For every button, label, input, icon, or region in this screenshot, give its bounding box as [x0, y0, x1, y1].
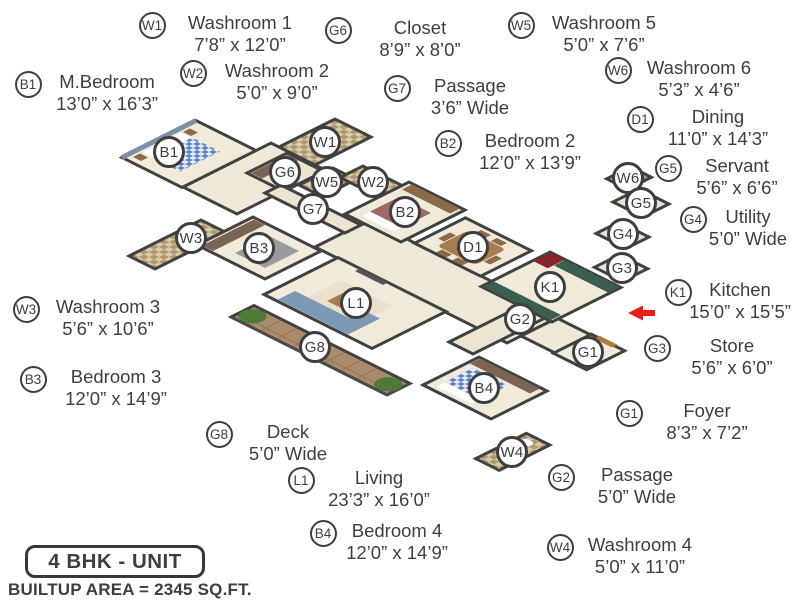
entry-arrow-icon	[628, 305, 655, 321]
builtup-area-text: BUILTUP AREA = 2345 SQ.FT.	[8, 580, 252, 599]
unit-title: 4 BHK - UNIT	[48, 549, 182, 573]
unit-title-box: 4 BHK - UNIT	[25, 545, 205, 578]
